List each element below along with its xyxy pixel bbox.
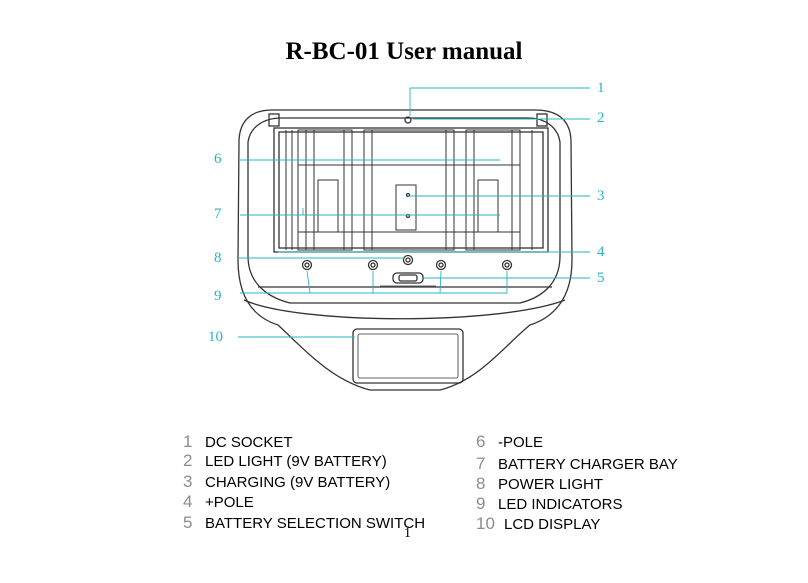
- legend-item: 1 DC SOCKET: [183, 433, 293, 450]
- battery-bay: [273, 127, 549, 253]
- charger-body-outline: [237, 109, 573, 391]
- legend-item: 6 -POLE: [476, 433, 543, 450]
- callout-6: 6: [214, 151, 222, 167]
- callout-5: 5: [597, 270, 605, 286]
- legend-number: 8: [476, 474, 486, 493]
- charger-body-inner-outline: [247, 117, 561, 304]
- bay-slots: [285, 129, 533, 251]
- callout-8: 8: [214, 250, 222, 266]
- led-indicator-icon: [501, 259, 513, 271]
- legend-item: 4 +POLE: [183, 493, 254, 510]
- body-lower-curve: [243, 299, 566, 320]
- legend-label: CHARGING (9V BATTERY): [205, 474, 391, 491]
- callout-3: 3: [597, 188, 605, 204]
- led-indicator-icon: [301, 259, 313, 271]
- legend-item: 10 LCD DISPLAY: [476, 515, 600, 532]
- legend-number: 3: [183, 472, 193, 491]
- legend-label: BATTERY SELECTION SWITCH: [205, 515, 426, 532]
- legend-label: POWER LIGHT: [498, 476, 604, 493]
- legend-number: 7: [476, 454, 486, 473]
- lcd-display: [352, 328, 464, 384]
- top-tab-right: [536, 113, 548, 127]
- power-light-icon: [402, 254, 414, 266]
- legend-item: 5 BATTERY SELECTION SWITCH: [183, 514, 425, 531]
- legend-label: LCD DISPLAY: [504, 516, 601, 533]
- callout-2: 2: [597, 110, 605, 126]
- legend-label: +POLE: [205, 494, 254, 511]
- legend-label: LED INDICATORS: [498, 496, 623, 513]
- top-tab-left: [268, 113, 280, 127]
- legend-number: 4: [183, 492, 193, 511]
- legend-number: 2: [183, 451, 193, 470]
- legend-label: LED LIGHT (9V BATTERY): [205, 453, 387, 470]
- callout-10: 10: [208, 329, 223, 345]
- led-indicator-icon: [367, 259, 379, 271]
- legend-number: 1: [183, 432, 193, 451]
- callout-lines: [238, 87, 590, 338]
- battery-bay-inner: [278, 131, 544, 249]
- callout-9: 9: [214, 288, 222, 304]
- page-number: 1: [404, 526, 411, 541]
- led-indicator-icon: [435, 259, 447, 271]
- legend-item: 7 BATTERY CHARGER BAY: [476, 455, 678, 472]
- page-title: R-BC-01 User manual: [285, 38, 523, 65]
- selection-switch: [392, 272, 424, 284]
- legend-number: 9: [476, 494, 486, 513]
- legend-item: 8 POWER LIGHT: [476, 475, 603, 492]
- legend-label: DC SOCKET: [205, 434, 293, 451]
- dc-socket-icon: [404, 116, 412, 124]
- legend-number: 5: [183, 513, 193, 532]
- callout-7: 7: [214, 206, 222, 222]
- legend-label: -POLE: [498, 434, 544, 451]
- legend-item: 2 LED LIGHT (9V BATTERY): [183, 452, 387, 469]
- legend-item: 3 CHARGING (9V BATTERY): [183, 473, 390, 490]
- legend-number: 6: [476, 432, 486, 451]
- legend-item: 9 LED INDICATORS: [476, 495, 622, 512]
- charge-dot-icon: [405, 192, 411, 198]
- legend-label: BATTERY CHARGER BAY: [498, 456, 678, 473]
- legend-number: 10: [476, 514, 495, 533]
- callout-4: 4: [597, 244, 605, 260]
- callout-1: 1: [597, 80, 605, 96]
- charge-dot-icon: [405, 213, 411, 219]
